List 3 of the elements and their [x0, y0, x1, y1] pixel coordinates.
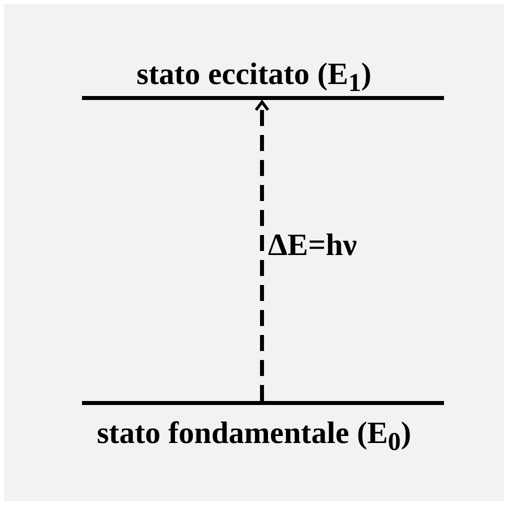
- level-label: stato eccitato (E$_{1}$): [136, 56, 372, 98]
- dashed-arrow: [254, 100, 270, 401]
- level-label: stato fondamentale (E$_{0}$): [96, 415, 412, 458]
